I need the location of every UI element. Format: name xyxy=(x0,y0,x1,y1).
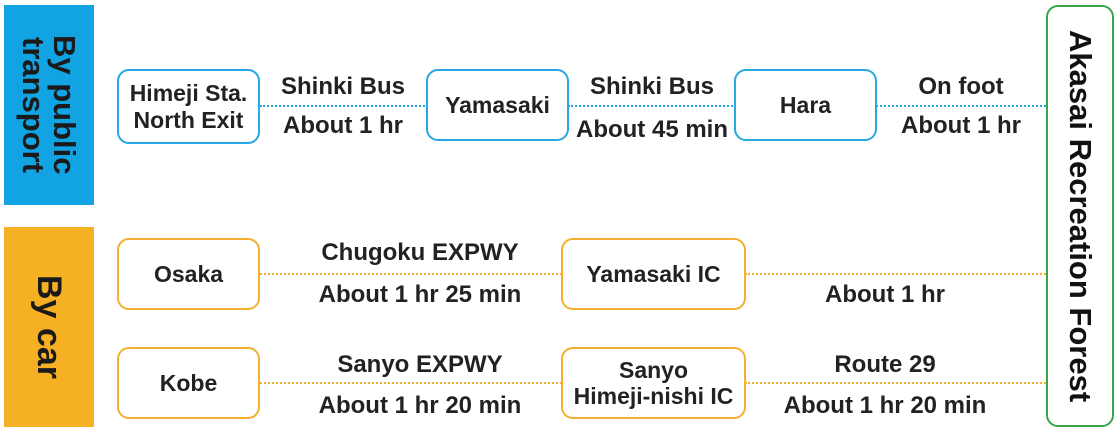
leg-time-label: About 1 hr 25 min xyxy=(318,281,522,308)
leg-line-label: Chugoku EXPWY xyxy=(321,239,519,266)
leg-time-label: About 1 hr 20 min xyxy=(318,392,522,419)
stop-label: Sanyo Himeji-nishi IC xyxy=(573,356,734,409)
destination-box: Akasai Recreation Forest xyxy=(1046,5,1114,427)
leg-time-label: About 1 hr xyxy=(901,112,1021,139)
stop-sanyo-himeji-nishi-ic: Sanyo Himeji-nishi IC xyxy=(561,347,746,419)
leg-time-label: About 1 hr xyxy=(283,112,403,139)
connector-line xyxy=(260,273,562,275)
leg-line-label: Route 29 xyxy=(834,351,936,378)
leg-line-label: Sanyo EXPWY xyxy=(337,351,503,378)
stop-hara: Hara xyxy=(734,69,877,141)
stop-osaka: Osaka xyxy=(117,238,260,310)
stop-yamasaki: Yamasaki xyxy=(426,69,569,141)
leg-time-label: About 1 hr 20 min xyxy=(783,392,987,419)
stop-label: Yamasaki IC xyxy=(586,260,721,287)
connector-line xyxy=(745,382,1046,384)
stop-kobe: Kobe xyxy=(117,347,260,419)
stop-label: Yamasaki xyxy=(445,91,550,118)
connector-line xyxy=(260,105,428,107)
stop-label: Himeji Sta. North Exit xyxy=(129,80,248,133)
stop-label: Kobe xyxy=(159,369,218,396)
leg-time-label: About 1 hr xyxy=(825,281,945,308)
mode-label-public-transport: By public transport xyxy=(4,5,94,205)
stop-label: Osaka xyxy=(153,260,224,287)
leg-time-label: About 45 min xyxy=(575,116,729,143)
connector-line xyxy=(260,382,562,384)
stop-himeji-station: Himeji Sta. North Exit xyxy=(117,69,260,144)
connector-line xyxy=(568,105,736,107)
mode-label-car: By car xyxy=(4,227,94,427)
mode-label-public-text: By public transport xyxy=(16,35,82,175)
leg-line-label: Shinki Bus xyxy=(589,73,715,100)
stop-label: Hara xyxy=(779,91,832,118)
mode-label-car-text: By car xyxy=(30,275,68,379)
destination-label: Akasai Recreation Forest xyxy=(1063,29,1098,403)
connector-line xyxy=(745,273,1046,275)
stop-yamasaki-ic: Yamasaki IC xyxy=(561,238,746,310)
leg-line-label: On foot xyxy=(918,73,1004,100)
connector-line xyxy=(876,105,1046,107)
leg-line-label: Shinki Bus xyxy=(280,73,406,100)
